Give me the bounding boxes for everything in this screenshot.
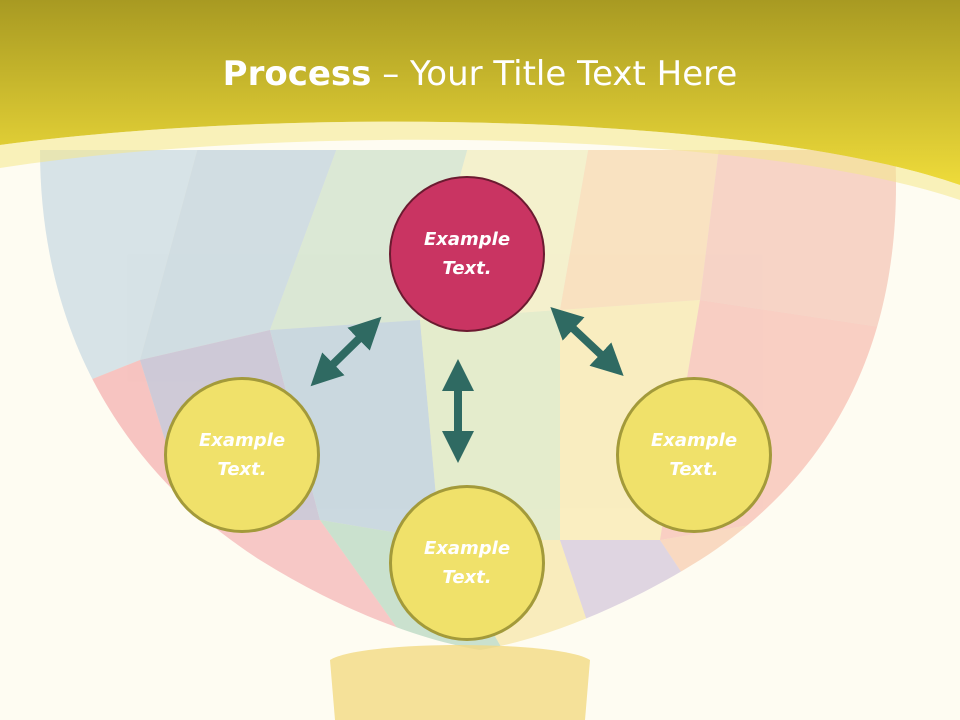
slide-title: Process – Your Title Text Here [0, 52, 960, 96]
node-right-label: Example Text. [650, 430, 738, 480]
node-top[interactable]: Example Text. [389, 176, 545, 332]
balloon-basket [330, 645, 590, 720]
node-top-label: Example Text. [423, 229, 511, 279]
header-curve-highlight [0, 121, 960, 200]
node-left[interactable]: Example Text. [164, 377, 320, 533]
node-bottom[interactable]: Example Text. [389, 485, 545, 641]
arrow-top-right [550, 307, 624, 376]
node-right[interactable]: Example Text. [616, 377, 772, 533]
title-bold: Process [222, 54, 372, 94]
title-rest: Your Title Text Here [410, 54, 738, 94]
arrow-top-left [310, 316, 382, 387]
node-left-label: Example Text. [198, 430, 286, 480]
title-dash: – [371, 54, 411, 94]
header-band [0, 0, 960, 185]
node-bottom-label: Example Text. [423, 538, 511, 588]
